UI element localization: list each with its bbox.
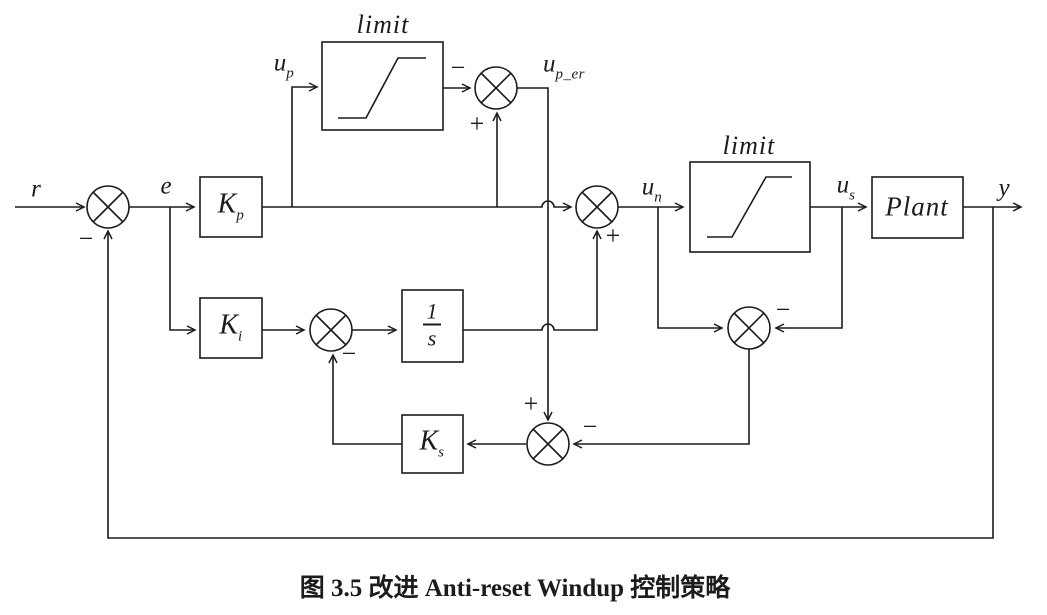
block-limit2-outline <box>689 161 811 253</box>
figure-caption: 图 3.5 改进 Anti-reset Windup 控制策略 <box>299 575 731 602</box>
sign-main-sum-plus: + <box>605 221 621 250</box>
sign-saturation-sum-minus: − <box>775 295 791 324</box>
summing-junction-main <box>575 185 619 229</box>
summing-junction-windup <box>526 422 570 466</box>
block-label-integrator: 1 s <box>423 300 441 350</box>
fraction-bar <box>423 323 441 326</box>
signal-label-y: y <box>998 174 1010 202</box>
sign-limit1-output-minus: − <box>450 53 466 82</box>
wire-uper-to-windup-sum <box>517 87 553 422</box>
summing-junction-top <box>474 66 518 110</box>
block-kp-outline <box>199 176 263 238</box>
block-label-kp: Kp <box>217 188 245 224</box>
wire-kp-to-main-sum <box>262 200 573 212</box>
block-plant-outline <box>871 176 964 239</box>
wire-ks-to-int-sum <box>328 353 402 445</box>
signal-label-up-er: up_er <box>543 50 585 83</box>
sign-feedback-minus: − <box>78 224 94 253</box>
block-label-limit2: limit <box>722 131 776 160</box>
signal-label-e: e <box>160 172 172 200</box>
wire-main-feedback <box>103 207 994 539</box>
block-integrator-outline <box>401 289 464 363</box>
summing-junction-integrator <box>309 308 353 352</box>
wire-un-to-sat-sum <box>657 207 724 333</box>
wire-up-to-limit1 <box>291 82 319 207</box>
wire-sat-sum-to-windup-sum <box>572 349 750 449</box>
signal-label-up: up <box>273 49 295 82</box>
wire-error-to-ki <box>169 207 197 335</box>
signal-label-r: r <box>31 175 41 203</box>
sign-integrator-sum-minus: − <box>341 339 357 368</box>
wire-us-to-sat-sum <box>774 207 843 333</box>
summing-junction-saturation <box>727 306 771 350</box>
block-limit1-outline <box>321 41 444 131</box>
signal-label-us: us <box>836 171 856 204</box>
summing-junction-error <box>86 185 130 229</box>
signal-label-un: un <box>641 173 663 206</box>
block-ki-outline <box>199 297 263 359</box>
saturation-curve-icon <box>338 57 426 119</box>
block-label-limit1: limit <box>356 10 410 39</box>
sign-windup-sum-minus: − <box>582 412 598 441</box>
sign-top-sum-plus: + <box>469 109 485 138</box>
sign-windup-sum-plus: + <box>523 389 539 418</box>
wire-integrator-to-main-sum <box>463 229 602 331</box>
saturation-curve-icon <box>707 176 792 238</box>
block-label-ks: Ks <box>419 425 445 461</box>
block-label-plant: Plant <box>885 191 949 222</box>
block-label-ki: Ki <box>219 309 243 345</box>
block-ks-outline <box>401 414 464 474</box>
